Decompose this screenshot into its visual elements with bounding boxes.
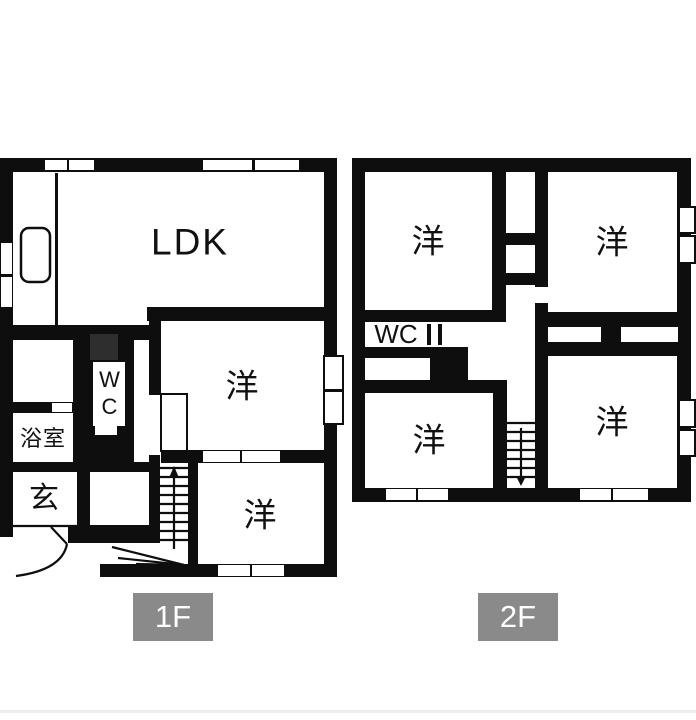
window	[613, 489, 648, 500]
wc-door-mark	[438, 324, 442, 345]
window	[580, 489, 611, 500]
floor1-windows	[1, 160, 344, 576]
window	[203, 160, 252, 170]
bottom-rule	[0, 710, 696, 713]
room-label-wc-2f: WC	[374, 319, 418, 349]
stairs-2f	[507, 421, 535, 486]
winder-step-line	[161, 563, 185, 568]
window	[678, 235, 696, 264]
door-opening	[52, 403, 72, 412]
room-label-ldk: LDK	[151, 221, 229, 263]
kitchen-counter-line	[55, 173, 58, 325]
room-label-bedroom-br-2f: 洋	[595, 403, 629, 441]
room-label-bedroom-tr-2f: 洋	[595, 223, 629, 261]
window	[678, 206, 696, 234]
wc-room-1f	[93, 362, 125, 426]
window	[678, 429, 696, 457]
closet	[621, 327, 678, 342]
window	[323, 355, 344, 391]
winder-step-line	[111, 545, 185, 567]
window	[323, 390, 344, 425]
door-leaf	[160, 393, 188, 452]
room-label-bathroom: 浴室	[19, 426, 67, 451]
window	[678, 399, 696, 428]
closet	[548, 327, 601, 342]
wc-door-opening	[95, 426, 117, 435]
floor1-door-openings	[52, 395, 280, 462]
sliding-door-opening	[203, 451, 240, 462]
window	[386, 489, 416, 500]
door-opening	[149, 395, 161, 452]
entrance-door-arc	[15, 543, 69, 578]
floor2-plan	[352, 158, 696, 502]
floor2-closets	[535, 287, 678, 342]
sliding-door-opening	[242, 451, 280, 462]
wc-door-mark	[427, 324, 431, 345]
room-label-bedroom-bl-2f: 洋	[412, 421, 446, 459]
window	[252, 565, 284, 576]
room-label-bedroom-middle-1f: 洋	[225, 367, 259, 405]
room-label-wc-1f: WC	[97, 367, 122, 421]
floor1-badge: 1F	[133, 593, 213, 641]
stairs-up-arrow-head	[169, 466, 179, 478]
room-label-bedroom-bottom-1f: 洋	[243, 496, 277, 534]
floor2-badge: 2F	[478, 593, 558, 641]
floor1-plan	[0, 158, 344, 578]
kitchen-sink	[19, 226, 52, 284]
window	[69, 160, 94, 170]
stairs-1f	[111, 466, 188, 568]
floor2-windows	[386, 206, 696, 500]
window	[1, 277, 12, 307]
shaded-cabinet	[90, 334, 118, 360]
room-label-entrance: 玄	[29, 482, 59, 515]
closet-nook	[535, 287, 548, 303]
entrance-door-leaf	[50, 526, 68, 545]
window	[255, 160, 299, 170]
window	[418, 489, 448, 500]
window	[45, 160, 67, 170]
window	[218, 565, 250, 576]
stairs-down-arrow-head	[516, 476, 526, 486]
room-label-bedroom-tl-2f: 洋	[411, 222, 445, 260]
window	[1, 243, 12, 274]
